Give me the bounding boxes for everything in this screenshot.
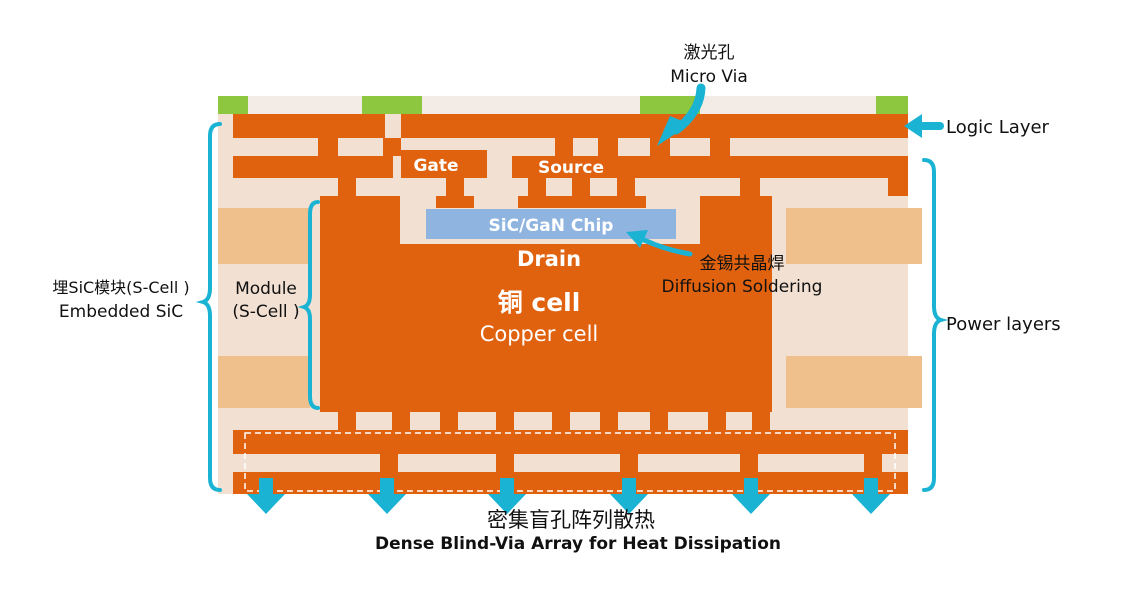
- module-label-line2: (S-Cell ): [232, 302, 299, 322]
- via: [650, 138, 670, 156]
- power-layers-label: Power layers: [946, 314, 1061, 335]
- copper-trace: [233, 114, 385, 138]
- micro-via-pointer-head: [657, 116, 690, 146]
- chip-contact: [436, 196, 474, 208]
- copper-cell: [320, 196, 772, 412]
- via: [740, 178, 760, 196]
- copper-trace: [233, 472, 908, 494]
- via: [600, 412, 618, 430]
- prepreg-block: [786, 356, 922, 408]
- curly-brace-icon: [195, 122, 222, 492]
- copper-trace: [512, 156, 908, 178]
- micro-via-pads: [218, 96, 908, 114]
- prepreg-blocks: [218, 208, 922, 408]
- via: [446, 178, 464, 196]
- solder-pointer: [641, 237, 693, 257]
- curly-brace-icon: [297, 200, 320, 410]
- solder-label-cn: 金锡共晶焊: [700, 254, 785, 274]
- drain-label: Drain: [517, 247, 581, 271]
- prepreg-block: [786, 208, 922, 264]
- via: [552, 412, 570, 430]
- copper-trace: [401, 114, 908, 138]
- copper-trace: [233, 156, 393, 178]
- via: [380, 454, 398, 472]
- via: [572, 178, 590, 196]
- braces: [195, 122, 949, 492]
- logic-layer-pointer-head: [904, 114, 922, 138]
- via: [752, 412, 770, 430]
- via: [864, 454, 882, 472]
- blind-via-array-outline: [244, 432, 896, 492]
- source-label: Source: [538, 158, 604, 178]
- bottom-label-en: Dense Blind-Via Array for Heat Dissipati…: [375, 534, 781, 554]
- micro-via-label-cn: 激光孔: [684, 43, 735, 63]
- prepreg-block: [218, 356, 310, 408]
- down-arrow-icon: [852, 478, 890, 514]
- copper-cell-label-en: Copper cell: [480, 322, 599, 346]
- copper-cell-label-cn: 铜 cell: [498, 288, 581, 317]
- micro-via-label-en: Micro Via: [670, 67, 748, 87]
- via: [708, 412, 726, 430]
- via: [598, 138, 618, 156]
- gate-label: Gate: [413, 156, 458, 176]
- embedded-sic-label-cn: 埋SiC模块(S-Cell ): [52, 278, 189, 297]
- down-arrow-icon: [732, 478, 770, 514]
- via: [496, 454, 514, 472]
- logic-layer-copper: [233, 114, 908, 208]
- bottom-label-cn: 密集盲孔阵列散热: [487, 508, 655, 532]
- curly-brace-icon: [922, 158, 949, 492]
- solder-pointer-head: [626, 230, 648, 248]
- via: [650, 412, 668, 430]
- via: [620, 454, 638, 472]
- chip-label: SiC/GaN Chip: [489, 216, 614, 236]
- via: [440, 412, 458, 430]
- via: [710, 138, 730, 156]
- via: [555, 138, 573, 156]
- via: [392, 412, 410, 430]
- down-arrow-icon: [488, 478, 526, 514]
- heat-arrows: [247, 478, 890, 514]
- via: [318, 138, 338, 156]
- green-pad: [362, 96, 422, 114]
- gate-pad: [401, 150, 487, 178]
- prepreg-block: [218, 208, 310, 264]
- bottom-copper: [233, 412, 908, 494]
- via: [617, 178, 635, 196]
- via: [740, 454, 758, 472]
- chip-contact: [518, 196, 646, 208]
- via: [888, 178, 908, 196]
- module-label-line1: Module: [235, 279, 297, 299]
- via: [496, 412, 514, 430]
- via: [528, 178, 546, 196]
- copper-trace: [233, 430, 908, 454]
- via: [338, 412, 356, 430]
- green-pad: [640, 96, 700, 114]
- top-laminate-strip: [218, 96, 908, 114]
- down-arrow-icon: [368, 478, 406, 514]
- via: [383, 138, 401, 156]
- green-pad: [876, 96, 908, 114]
- via: [338, 178, 356, 196]
- embedded-sic-label-en: Embedded SiC: [59, 302, 183, 322]
- green-pad: [218, 96, 248, 114]
- logic-layer-label: Logic Layer: [946, 117, 1050, 138]
- down-arrow-icon: [610, 478, 648, 514]
- solder-label-en: Diffusion Soldering: [662, 277, 823, 297]
- down-arrow-icon: [247, 478, 285, 514]
